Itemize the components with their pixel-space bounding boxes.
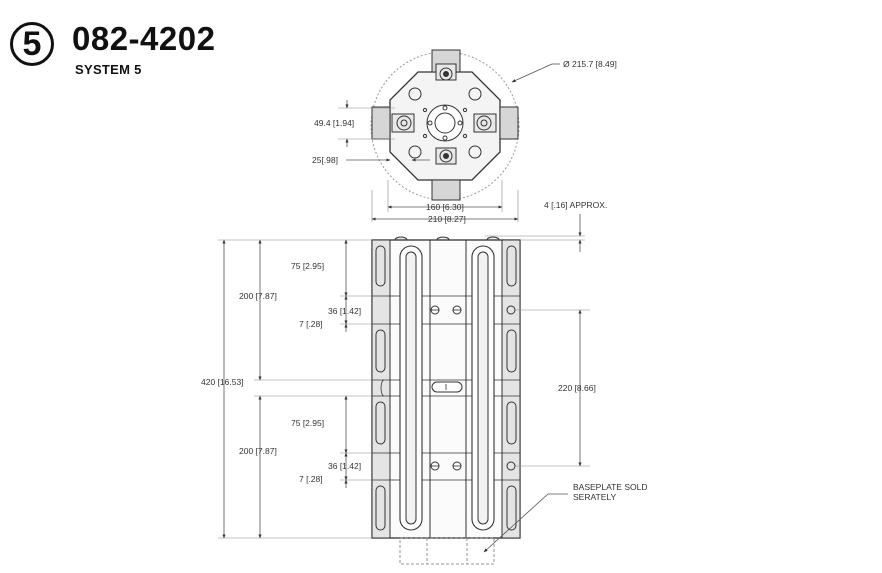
clamp-bottom [435,147,457,165]
diameter-leader [511,63,553,83]
badge-number: 5 [22,25,42,63]
overall-height-label: 420 [16.53] [201,377,244,387]
corner-hole [408,145,422,159]
header: 5 082-4202 SYSTEM 5 [10,20,270,82]
upper-section-label: 200 [7.87] [239,291,277,301]
upper-slot-offset-label: 75 [2.95] [291,261,324,271]
baseplate-leader [483,493,568,553]
part-number: 082-4202 [72,20,216,57]
baseplate-outline [399,537,495,565]
lower-slot-gap-label: 7 [.28] [299,474,323,484]
corner-hole [468,87,482,101]
clamp-top [435,63,457,81]
corner-hole [408,87,422,101]
width-inner-label: 160 [6.30] [426,202,464,212]
offset-dim-label: 25[.98] [312,155,338,165]
lower-section-label: 200 [7.87] [239,446,277,456]
center-boss [426,104,464,142]
center-pill [431,381,463,393]
upper-slot-gap-label: 7 [.28] [299,319,323,329]
lower-slot-offset-label: 75 [2.95] [291,418,324,428]
clamp-left [391,113,415,133]
hole-spacing-label: 220 [8.66] [558,383,596,393]
baseplate-note-line2: SERATELY [573,492,616,502]
system-badge: 5 [10,22,54,66]
corner-hole [468,145,482,159]
clamp-right [473,113,497,133]
system-label: SYSTEM 5 [75,62,142,77]
top-view [338,49,560,222]
outer-diameter-label: Ø 215.7 [8.49] [563,59,617,69]
lug-left [371,106,391,140]
lug-bottom [431,179,461,201]
lug-right [499,106,519,140]
lower-slot-width-label: 36 [1.42] [328,461,361,471]
approx-gap-label: 4 [.16] APPROX. [544,200,607,210]
height-dim-label: 49.4 [1.94] [314,118,354,128]
width-outer-label: 210 [8.27] [428,214,466,224]
side-view [218,214,590,565]
center-bore [434,112,456,134]
upper-slot-width-label: 36 [1.42] [328,306,361,316]
baseplate-note-line1: BASEPLATE SOLD [573,482,647,492]
